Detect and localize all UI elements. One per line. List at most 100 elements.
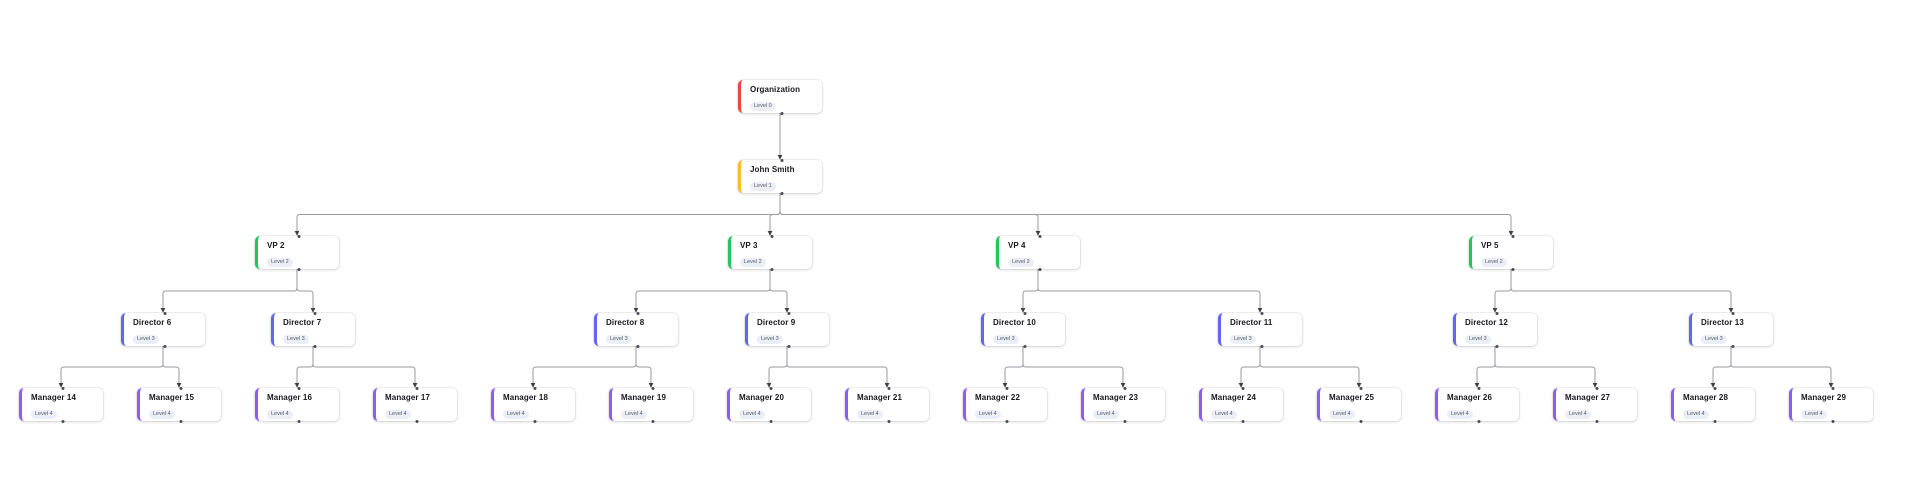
source-handle[interactable] <box>415 419 418 423</box>
target-handle[interactable] <box>1123 386 1126 390</box>
edge-vp5-d12 <box>1492 269 1512 313</box>
target-handle[interactable] <box>1477 386 1480 390</box>
source-handle[interactable] <box>769 419 772 423</box>
target-handle[interactable] <box>1359 386 1362 390</box>
source-handle[interactable] <box>636 344 639 348</box>
source-handle[interactable] <box>313 344 316 348</box>
target-handle[interactable] <box>297 386 300 390</box>
target-handle[interactable] <box>1023 311 1026 315</box>
target-handle[interactable] <box>1511 234 1514 238</box>
source-handle[interactable] <box>179 419 182 423</box>
target-handle[interactable] <box>1831 386 1834 390</box>
source-handle[interactable] <box>1359 419 1362 423</box>
source-handle[interactable] <box>297 419 300 423</box>
target-handle[interactable] <box>651 386 654 390</box>
target-handle[interactable] <box>533 386 536 390</box>
target-handle[interactable] <box>1731 311 1734 315</box>
source-handle[interactable] <box>1495 344 1498 348</box>
source-handle[interactable] <box>1831 419 1834 423</box>
source-handle[interactable] <box>1038 267 1041 271</box>
target-handle[interactable] <box>179 386 182 390</box>
edge-john-vp4 <box>779 193 1041 236</box>
source-handle[interactable] <box>887 419 890 423</box>
node-title: Director 11 <box>1230 318 1273 327</box>
target-handle[interactable] <box>1241 386 1244 390</box>
target-handle[interactable] <box>1713 386 1716 390</box>
target-handle[interactable] <box>1038 234 1041 238</box>
target-handle[interactable] <box>787 311 790 315</box>
source-handle[interactable] <box>1023 344 1026 348</box>
target-handle[interactable] <box>1260 311 1263 315</box>
target-handle[interactable] <box>1595 386 1598 390</box>
source-handle[interactable] <box>1477 419 1480 423</box>
level-badge: Level 4 <box>385 409 411 419</box>
source-handle[interactable] <box>651 419 654 423</box>
target-handle[interactable] <box>887 386 890 390</box>
source-handle[interactable] <box>1260 344 1263 348</box>
source-handle[interactable] <box>780 191 783 195</box>
level-badge: Level 4 <box>149 409 175 419</box>
target-handle[interactable] <box>163 311 166 315</box>
source-handle[interactable] <box>1713 419 1716 423</box>
source-handle[interactable] <box>770 267 773 271</box>
source-handle[interactable] <box>1511 267 1514 271</box>
edge-d7-m17 <box>312 346 418 388</box>
target-handle[interactable] <box>780 158 783 162</box>
target-handle[interactable] <box>769 386 772 390</box>
edge-john-vp5 <box>779 193 1514 236</box>
source-handle[interactable] <box>297 267 300 271</box>
target-handle[interactable] <box>61 386 64 390</box>
source-handle[interactable] <box>1123 419 1126 423</box>
target-handle[interactable] <box>415 386 418 390</box>
target-handle[interactable] <box>770 234 773 238</box>
target-handle[interactable] <box>1005 386 1008 390</box>
source-handle[interactable] <box>1005 419 1008 423</box>
source-handle[interactable] <box>163 344 166 348</box>
source-handle[interactable] <box>1241 419 1244 423</box>
source-handle[interactable] <box>787 344 790 348</box>
source-handle[interactable] <box>1731 344 1734 348</box>
target-handle[interactable] <box>636 311 639 315</box>
target-handle[interactable] <box>313 311 316 315</box>
source-handle[interactable] <box>780 111 783 115</box>
node-title: Manager 19 <box>621 393 667 402</box>
target-handle[interactable] <box>297 234 300 238</box>
source-handle[interactable] <box>533 419 536 423</box>
source-handle[interactable] <box>1595 419 1598 423</box>
edge-d9-m21 <box>786 346 890 388</box>
source-handle[interactable] <box>61 419 64 423</box>
target-handle[interactable] <box>1495 311 1498 315</box>
node-title: Director 6 <box>133 318 172 327</box>
